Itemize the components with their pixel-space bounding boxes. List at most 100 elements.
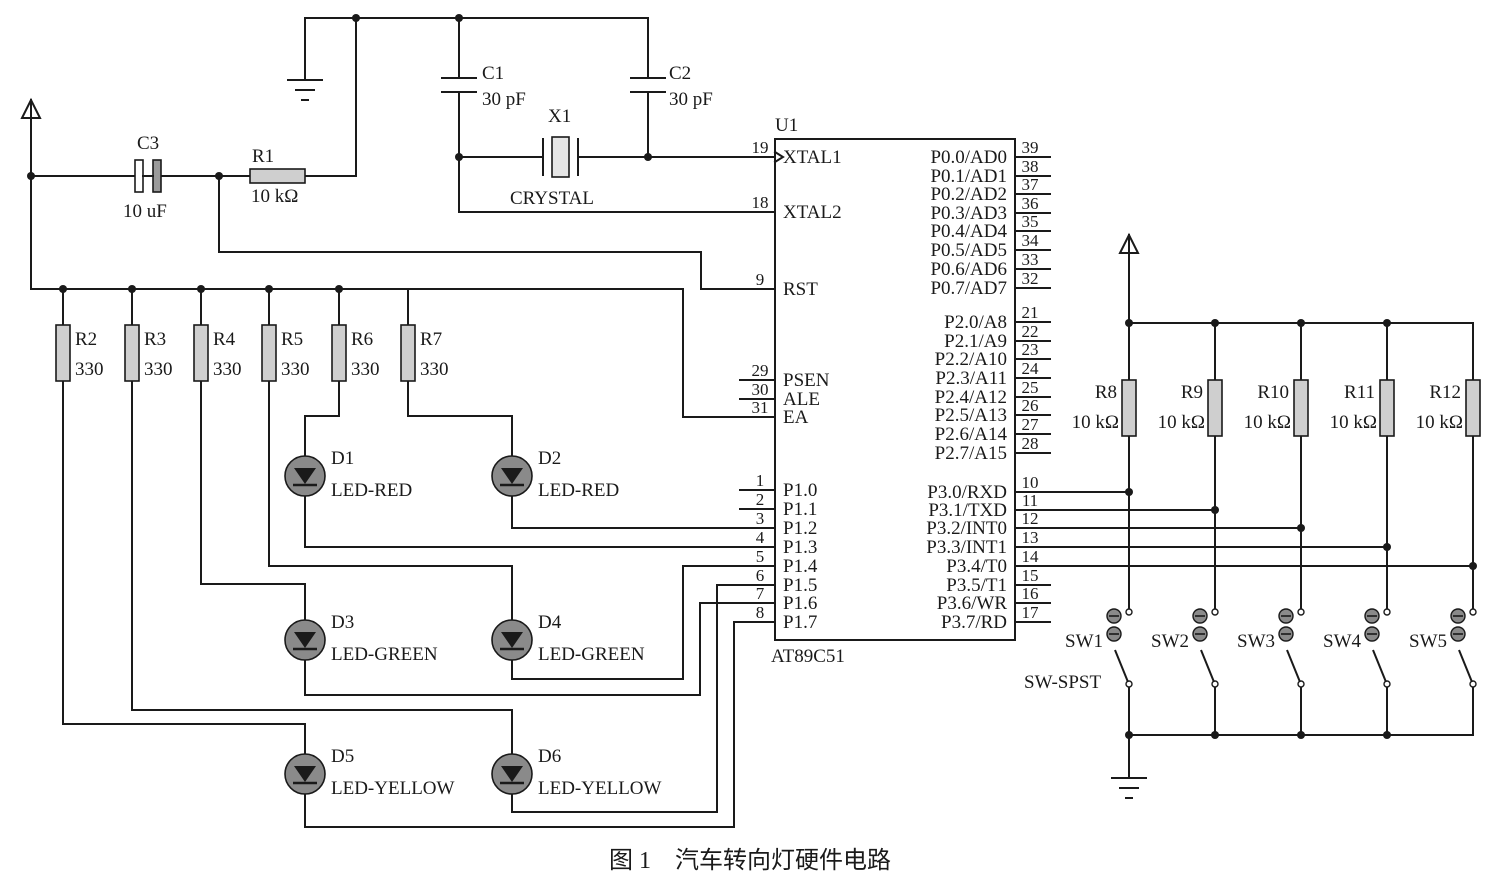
pin-name-ale: ALE	[783, 389, 820, 410]
pin-number-p3-2-int0: 12	[1022, 509, 1039, 528]
resistor-body	[261, 324, 277, 382]
switch-sw4: SW4	[1323, 608, 1391, 688]
switch-sw3: SW3	[1237, 608, 1305, 688]
pin-number-p1-5: 6	[756, 566, 765, 585]
pin-number-p0-4-ad4: 35	[1022, 212, 1039, 231]
resistor-value-label: 10 kΩ	[1244, 412, 1291, 433]
switch-lever	[1372, 649, 1387, 683]
pin-name-p0-3-ad3: P0.3/AD3	[930, 203, 1007, 224]
x1-ref-label: X1	[548, 106, 571, 127]
pin-name-p1-3: P1.3	[783, 537, 817, 558]
led-anode-triangle	[501, 766, 523, 782]
switch-contact-top	[1469, 608, 1477, 616]
pin-number-p2-0-a8: 21	[1022, 303, 1039, 322]
led-ref-label: D2	[538, 448, 561, 469]
switch-contact-top	[1211, 608, 1219, 616]
pin-number-p0-6-ad6: 33	[1022, 250, 1039, 269]
resistor-value-label: 330	[420, 359, 449, 380]
switch-contact-top	[1125, 608, 1133, 616]
capacitor-c2	[630, 77, 666, 93]
pin-number-rst: 9	[756, 270, 765, 289]
pin-name-p1-6: P1.6	[783, 593, 817, 614]
resistor-r1	[249, 168, 306, 184]
pin-name-p1-7: P1.7	[783, 612, 817, 633]
resistor-body	[1379, 379, 1395, 437]
pin-number-p2-4-a12: 25	[1022, 378, 1039, 397]
pin-name-p3-0-rxd: P3.0/RXD	[927, 482, 1007, 503]
pin-number-p3-0-rxd: 10	[1022, 473, 1039, 492]
pin-number-p3-1-txd: 11	[1022, 491, 1038, 510]
switch-lever	[1458, 649, 1473, 683]
capacitor-c3	[134, 159, 162, 193]
pin-name-p3-3-int1: P3.3/INT1	[926, 537, 1007, 558]
c2-value-label: 30 pF	[669, 89, 713, 110]
switch-contact-bottom	[1297, 680, 1305, 688]
pin-number-p2-3-a11: 24	[1022, 359, 1040, 378]
switch-lever	[1200, 649, 1215, 683]
resistor-body	[1465, 379, 1481, 437]
resistor-value-label: 10 kΩ	[1072, 412, 1119, 433]
pin-name-p2-2-a10: P2.2/A10	[935, 349, 1007, 370]
pin-name-p3-5-t1: P3.5/T1	[946, 575, 1007, 596]
ground-symbol-top	[287, 79, 323, 101]
switch-contact-top	[1383, 608, 1391, 616]
resistor-ref-label: R3	[144, 329, 166, 350]
mcu-part-label: AT89C51	[771, 646, 845, 667]
pin-name-p2-3-a11: P2.3/A11	[935, 368, 1007, 389]
pin-name-p1-1: P1.1	[783, 499, 817, 520]
mcu-u1	[773, 138, 1016, 641]
c3-ref-label: C3	[137, 133, 159, 154]
switch-ref-label: SW4	[1323, 631, 1362, 652]
led-ref-label: D6	[538, 746, 561, 767]
pin-name-p2-0-a8: P2.0/A8	[944, 312, 1007, 333]
pin-name-p0-1-ad1: P0.1/AD1	[930, 166, 1007, 187]
pin-number-psen: 29	[752, 361, 769, 380]
pin-number-p2-7-a15: 28	[1022, 434, 1039, 453]
c1-ref-label: C1	[482, 63, 504, 84]
pin-name-p2-4-a12: P2.4/A12	[935, 387, 1007, 408]
pin-name-p2-5-a13: P2.5/A13	[935, 405, 1007, 426]
pin-number-ale: 30	[752, 380, 769, 399]
pin-name-xtal2: XTAL2	[783, 202, 842, 223]
x1-value-label: CRYSTAL	[510, 188, 594, 209]
pin-number-p3-6-wr: 16	[1022, 584, 1039, 603]
wires	[30, 17, 1474, 828]
pin-number-p0-3-ad3: 36	[1022, 194, 1039, 213]
resistor-body	[124, 324, 140, 382]
resistor-value-label: 10 kΩ	[1158, 412, 1205, 433]
led-value-label: LED-RED	[331, 480, 412, 501]
pin-name-p1-5: P1.5	[783, 575, 817, 596]
pin-name-xtal1: XTAL1	[783, 147, 842, 168]
pin-number-p0-5-ad5: 34	[1022, 231, 1040, 250]
switch-lever	[1286, 649, 1301, 683]
switch-contact-bottom	[1125, 680, 1133, 688]
switch-contact-bottom	[1469, 680, 1477, 688]
led-ref-label: D5	[331, 746, 354, 767]
pin-name-p0-0-ad0: P0.0/AD0	[930, 147, 1007, 168]
pin-number-p2-2-a10: 23	[1022, 340, 1039, 359]
switch-sw2: SW2	[1151, 608, 1219, 688]
resistor-value-label: 330	[281, 359, 310, 380]
led-anode-triangle	[294, 766, 316, 782]
pin-number-xtal2: 18	[752, 193, 769, 212]
pin-number-p1-1: 2	[756, 490, 765, 509]
resistor-ref-label: R12	[1429, 382, 1461, 403]
pin-number-p2-1-a9: 22	[1022, 322, 1039, 341]
pin-number-p0-1-ad1: 38	[1022, 157, 1039, 176]
labels: U1 AT89C51 C1 30 pF C2 30 pF C3 10 uF R1…	[123, 63, 1101, 874]
resistor-body	[1207, 379, 1223, 437]
pin-number-p0-7-ad7: 32	[1022, 269, 1039, 288]
pin-name-p0-4-ad4: P0.4/AD4	[930, 221, 1007, 242]
resistor-ref-label: R6	[351, 329, 373, 350]
switch-ref-label: SW1	[1065, 631, 1103, 652]
resistor-body	[55, 324, 71, 382]
